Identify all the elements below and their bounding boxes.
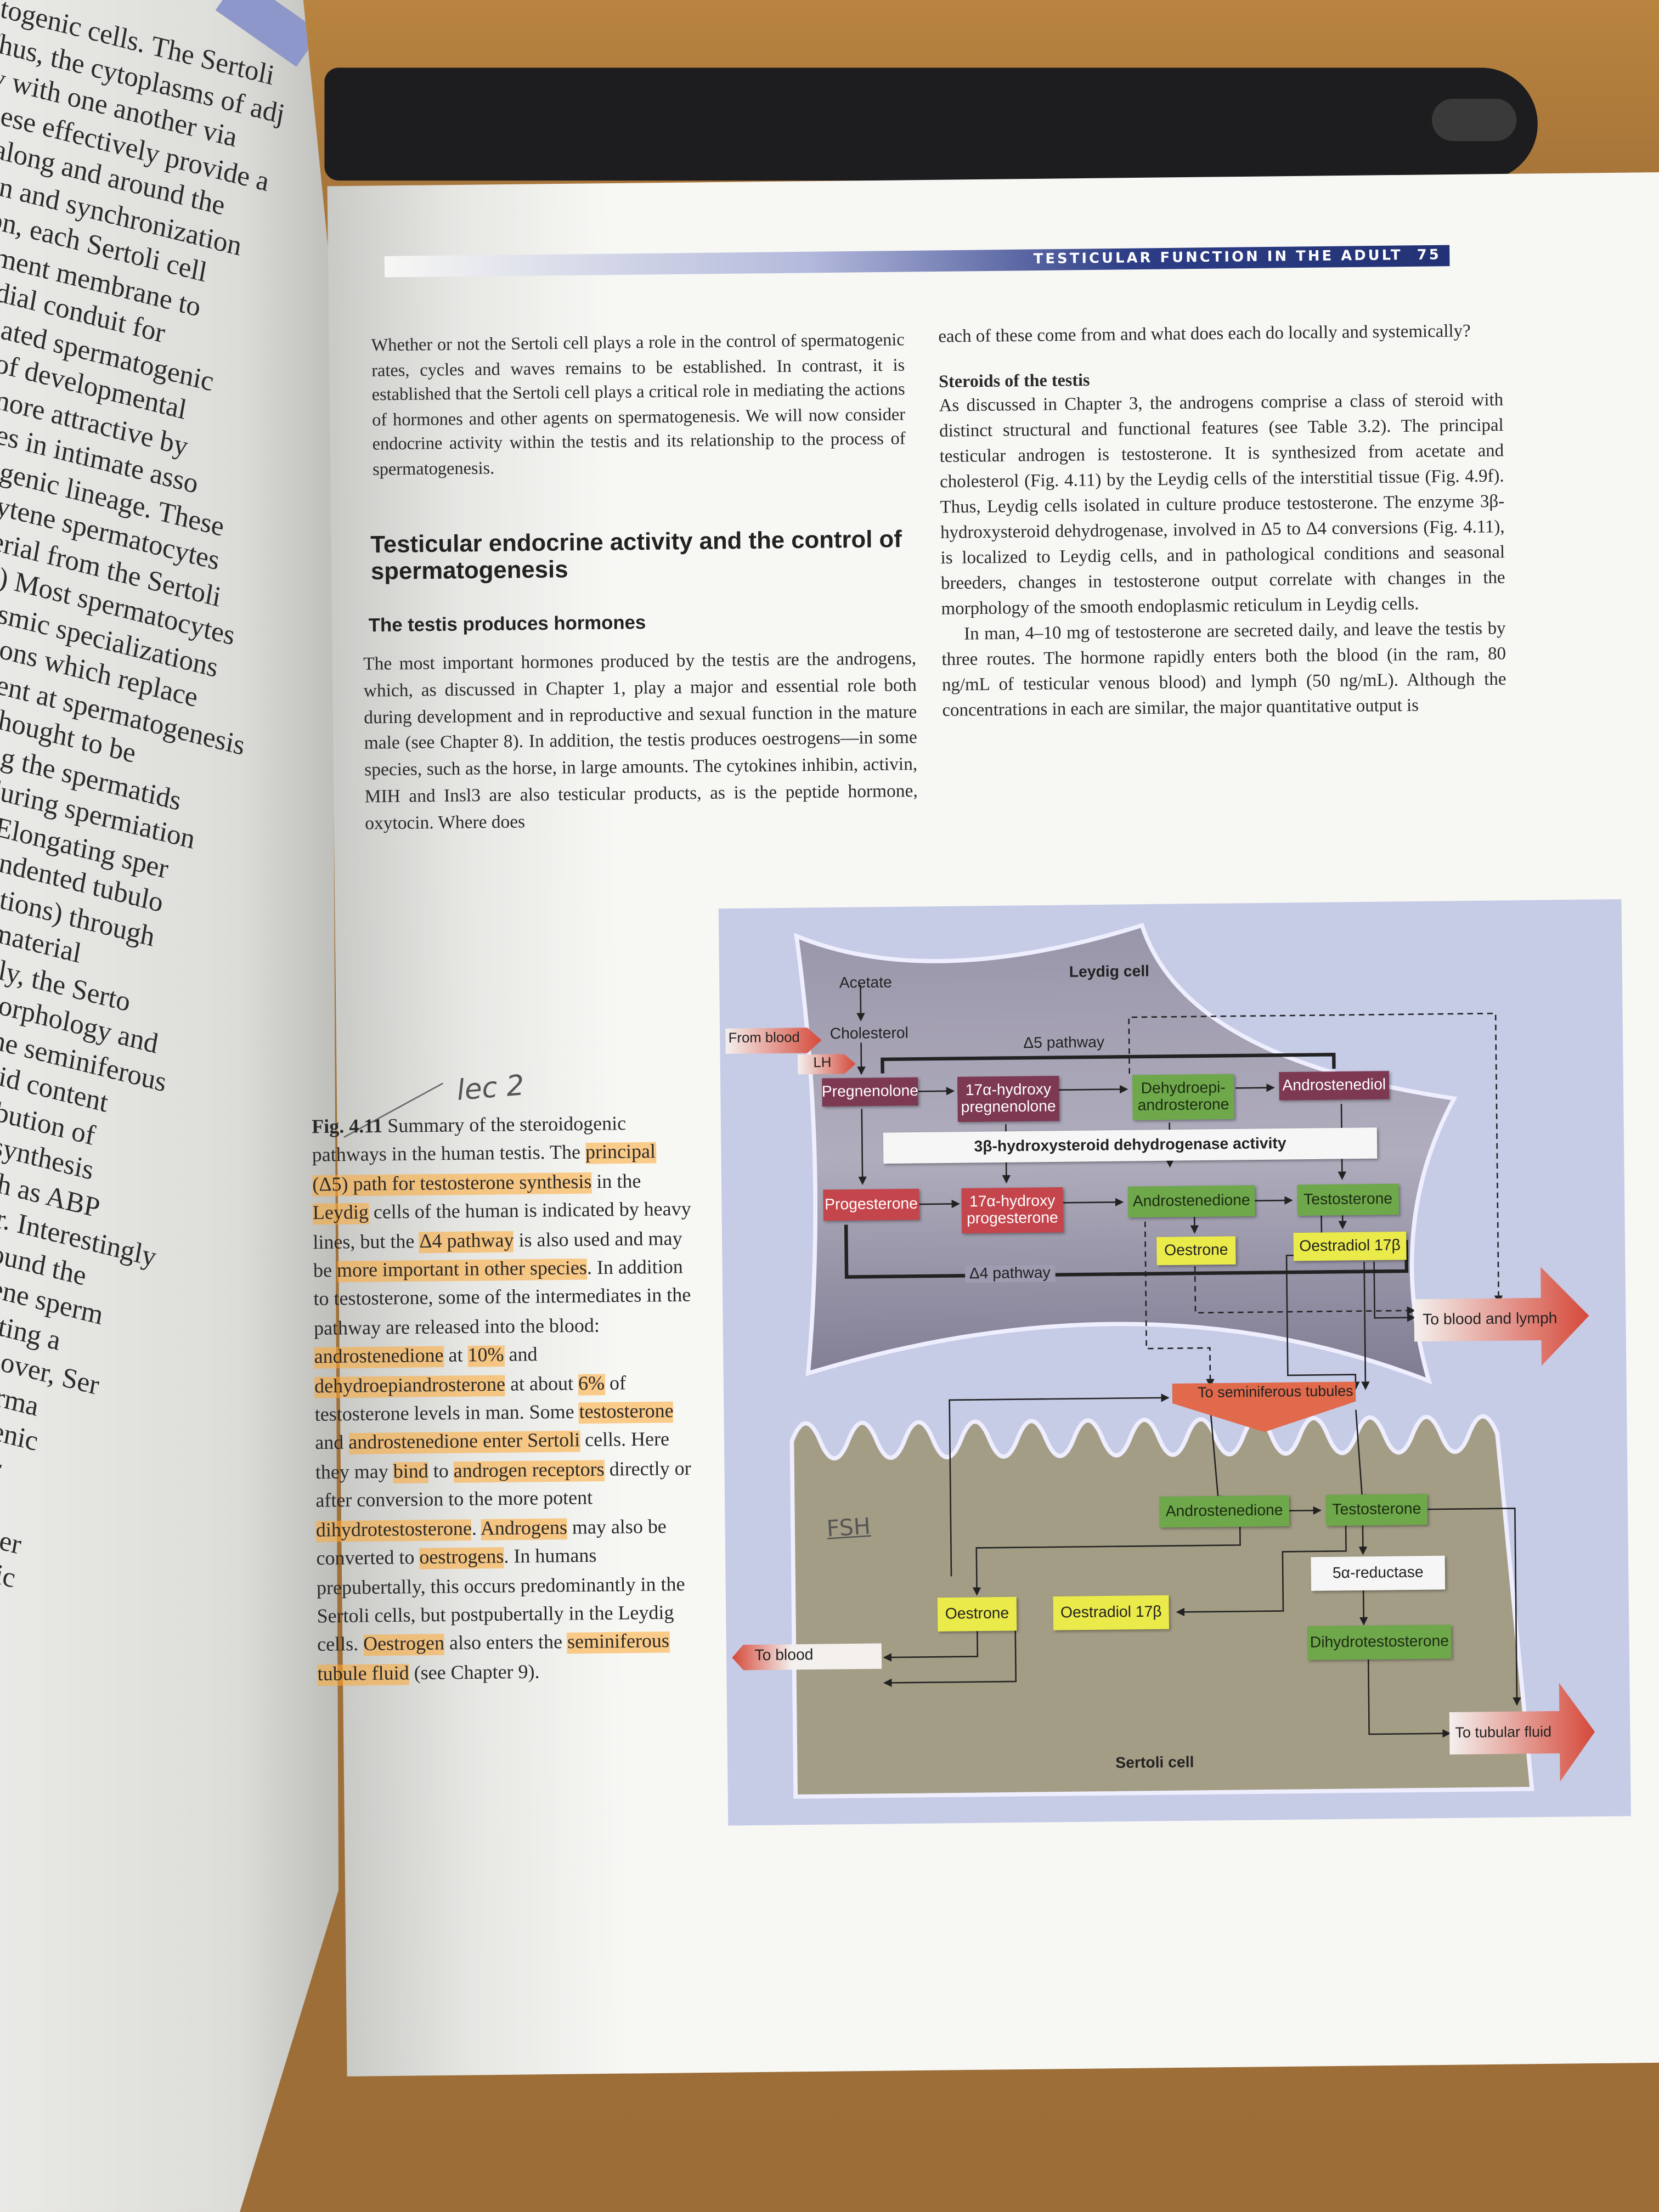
delta5-heavy-line: [881, 1053, 1336, 1074]
highlighted-text: androgen receptors: [453, 1460, 605, 1483]
highlighted-text: testosterone: [579, 1401, 674, 1424]
caption-text: .: [471, 1519, 481, 1541]
to-tubular-fluid-arrow-shape: [1449, 1683, 1595, 1782]
sertoli-oestradiol-box: Oestradiol 17β: [1053, 1595, 1170, 1630]
highlighted-text: dehydroepiandrosterone: [314, 1374, 506, 1398]
highlighted-text: androstenedione: [314, 1346, 444, 1369]
highlighted-text: dihydrotestosterone: [315, 1519, 472, 1542]
sertoli-cell-label: Sertoli cell: [1115, 1754, 1194, 1773]
handwritten-fsh: FSH: [826, 1513, 872, 1542]
hydroxy-pregnenolone-box: 17α-hydroxy pregnenolone: [957, 1075, 1060, 1122]
progesterone-box: Progesterone: [823, 1188, 919, 1221]
to-blood-label: To blood: [754, 1646, 814, 1664]
caption-text: also enters the: [444, 1633, 568, 1656]
5a-reductase-box: 5α-reductase: [1311, 1555, 1446, 1591]
from-blood-label: From blood: [728, 1030, 800, 1047]
delta4-label: Δ4 pathway: [964, 1265, 1055, 1283]
hydroxy-progesterone-box: 17α-hydroxy progesterone: [961, 1187, 1064, 1234]
sertoli-androstenedione-box: Androstenedione: [1159, 1495, 1290, 1528]
highlighted-text: androstenedione enter Sertoli: [348, 1431, 580, 1455]
page-number: 75: [1417, 247, 1441, 264]
sertoli-oestrone-box: Oestrone: [937, 1596, 1017, 1632]
3b-hsd-bar: 3β-hydroxysteroid dehydrogenase activity: [883, 1127, 1378, 1164]
right-page: TESTICULAR FUNCTION IN THE ADULT 75 Whet…: [312, 172, 1659, 2076]
caption-text: at about: [505, 1374, 579, 1396]
from-blood-arrow-shape: [725, 1028, 822, 1054]
caption-text: at: [443, 1346, 468, 1368]
to-seminiferous-label: To seminiferous tubules: [1197, 1383, 1353, 1402]
highlighted-text: more important in other species: [336, 1259, 588, 1283]
dhea-box: Dehydroepi-androsterone: [1132, 1074, 1234, 1120]
section-heading: Testicular endocrine activity and the co…: [370, 526, 902, 585]
to-blood-lymph-label: To blood and lymph: [1422, 1310, 1558, 1329]
delta5-label: Δ5 pathway: [1023, 1034, 1105, 1052]
highlighted-text: Δ4 pathway: [419, 1230, 514, 1253]
running-header: TESTICULAR FUNCTION IN THE ADULT 75: [384, 245, 1450, 278]
highlighted-text: Androgens: [480, 1517, 568, 1540]
caption-text: in the: [591, 1171, 641, 1194]
steroidogenesis-diagram: Acetate Cholesterol Leydig cell From blo…: [718, 899, 1631, 1826]
continuation-text: each of these come from and what does ea…: [938, 321, 1471, 347]
to-tubular-fluid-label: To tubular fluid: [1455, 1724, 1552, 1742]
highlighted-text: Leydig: [312, 1203, 369, 1225]
intro-paragraph: Whether or not the Sertoli cell plays a …: [371, 329, 906, 479]
caption-text: to: [428, 1461, 454, 1483]
subheading: The testis produces hormones: [368, 612, 646, 636]
hormones-paragraph: The most important hormones produced by …: [363, 647, 918, 833]
secretion-paragraph: In man, 4–10 mg of testosterone are secr…: [941, 618, 1506, 720]
androstenedione-box: Androstenedione: [1127, 1185, 1255, 1218]
highlighted-text: 10%: [467, 1346, 504, 1368]
sertoli-testosterone-box: Testosterone: [1325, 1493, 1428, 1526]
steroids-paragraph: As discussed in Chapter 3, the androgens…: [939, 390, 1505, 619]
oestradiol-box: Oestradiol 17β: [1293, 1231, 1407, 1261]
arrow-acetate-cholesterol: [856, 985, 865, 1022]
caption-text: (see Chapter 9).: [409, 1662, 540, 1685]
highlighted-text: bind: [393, 1462, 429, 1483]
oestrone-box: Oestrone: [1156, 1236, 1236, 1266]
testosterone-box: Testosterone: [1297, 1183, 1399, 1216]
figure-caption: Fig. 4.11 Summary of the steroidogenic p…: [312, 1111, 698, 1691]
tablet-stand: [324, 67, 1538, 181]
to-seminiferous-arrow-shape: [1172, 1381, 1356, 1432]
arrow-cholesterol-pregnenolone: [857, 1042, 866, 1075]
running-title: TESTICULAR FUNCTION IN THE ADULT: [1033, 248, 1403, 268]
leydig-cell-label: Leydig cell: [1069, 963, 1150, 981]
to-blood-arrow-shape: [732, 1643, 882, 1671]
caption-text: and: [504, 1345, 538, 1367]
to-blood-lymph-arrow-shape: [1414, 1267, 1589, 1366]
highlighted-text: oestrogens: [419, 1547, 504, 1570]
highlighted-text: Oestrogen: [363, 1634, 445, 1657]
lh-arrow-shape: [798, 1054, 856, 1075]
lh-label: LH: [813, 1056, 832, 1071]
pregnenolone-box: Pregnenolone: [822, 1077, 918, 1107]
acetate-label: Acetate: [839, 974, 892, 992]
header-text: TESTICULAR FUNCTION IN THE ADULT 75: [1034, 245, 1441, 270]
dht-box: Dihydrotestosterone: [1307, 1624, 1452, 1660]
caption-text: and: [315, 1434, 349, 1455]
right-column: each of these come from and what does ea…: [938, 318, 1506, 723]
cholesterol-label: Cholesterol: [830, 1025, 909, 1043]
handwritten-note: lec 2: [455, 1068, 526, 1107]
highlighted-text: 6%: [578, 1373, 605, 1395]
figure-label: Fig. 4.11: [312, 1116, 383, 1139]
tablet-stand-slot: [1431, 98, 1517, 142]
androstenediol-box: Androstenediol: [1279, 1071, 1390, 1101]
